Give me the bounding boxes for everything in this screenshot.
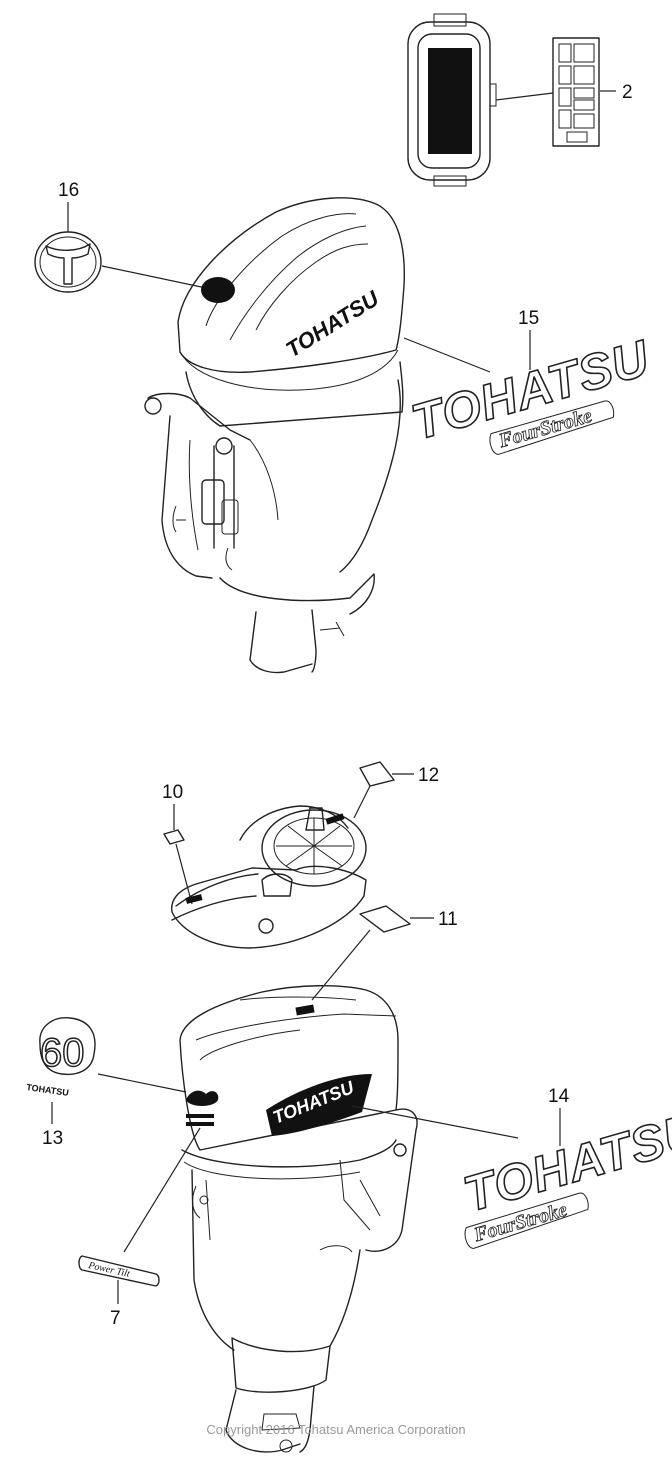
leader-7-a [123,1127,201,1253]
part-7-decal: Power Tilt [78,1255,160,1287]
outboard-motor-bottom: TOHATSU [179,985,418,1453]
leader-16-b [101,265,207,289]
callout-13: 13 [42,1128,63,1149]
callout-15: 15 [518,308,539,329]
part-12-decal [359,761,395,787]
top-hood-decal: TOHATSU [281,285,384,362]
part-13-badge: 60 TOHATSU [26,1017,96,1098]
leader-11-b [311,929,371,1001]
callout-10: 10 [162,782,183,803]
leader-14-b [351,1105,519,1139]
part-15-side-decal: TOHATSU FourStroke [405,328,657,455]
part-2-plate-holder [407,13,497,187]
copyright-text: Copyright 2016 Tohatsu America Corporati… [206,1422,466,1437]
callout-16: 16 [58,180,79,201]
callout-11: 11 [438,909,458,930]
part-11-decal [359,905,411,933]
callout-2: 2 [622,82,633,103]
part-10-decal [163,829,185,845]
part-16-emblem [34,231,102,293]
callout-12: 12 [418,765,439,786]
part-13-number: 60 [40,1031,85,1075]
leader-2-a [495,92,554,101]
fan-ribs [276,818,352,874]
outboard-motor-top: TOHATSU [144,197,405,674]
callout-7: 7 [110,1308,121,1329]
leader-15-b [403,337,491,373]
leader-13-b [97,1073,187,1093]
part-14-side-decal: TOHATSU FourStroke [457,1100,672,1249]
callout-14: 14 [548,1086,570,1107]
leader-10-b [175,843,193,905]
part-2-capacity-label [552,37,600,147]
leader-12-b [353,785,371,819]
flywheel-cover [171,805,367,949]
part-13-brand: TOHATSU [26,1082,70,1098]
